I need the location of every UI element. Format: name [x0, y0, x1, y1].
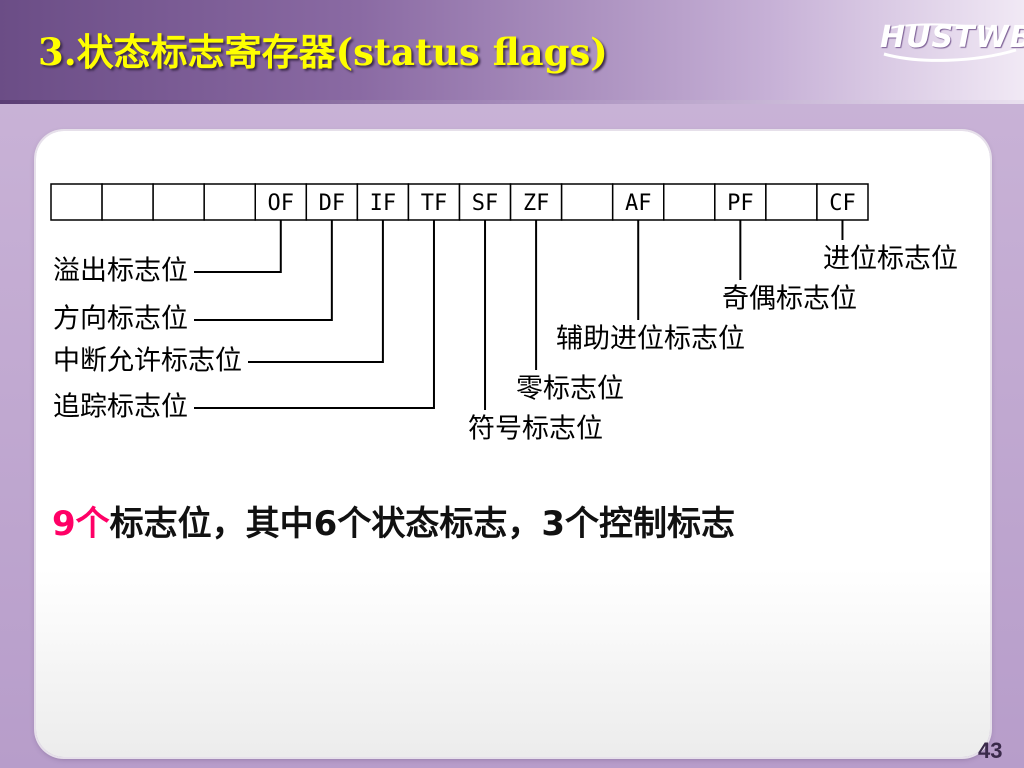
flag-label-if: 中断允许标志位: [53, 346, 242, 377]
flag-code-af: AF: [625, 191, 652, 216]
flag-label-tf: 追踪标志位: [53, 392, 188, 423]
flag-label-pf: 奇偶标志位: [722, 284, 857, 315]
page-number: 43: [978, 738, 1003, 763]
flag-code-df: DF: [319, 191, 346, 216]
register-cell-empty: [663, 183, 716, 221]
logo-text: HUSTWB: [880, 20, 1024, 55]
register-cell-empty: [560, 183, 614, 221]
flag-code-if: IF: [370, 191, 397, 216]
register-cell-empty: [152, 183, 205, 221]
flag-label-df: 方向标志位: [53, 304, 188, 335]
summary-count: 9个: [52, 504, 110, 544]
flag-label-zf: 零标志位: [516, 374, 624, 405]
flag-label-af: 辅助进位标志位: [556, 324, 745, 355]
flag-code-sf: SF: [472, 191, 499, 216]
leader-line-tf: [194, 220, 435, 409]
title-bar: 3.状态标志寄存器(status flags) HUSTWB: [0, 0, 1024, 104]
flags-register: OF DF IF TF SF ZF AF PF CF: [50, 183, 869, 221]
register-cell-empty: [765, 183, 818, 221]
leader-line-if: [248, 220, 384, 363]
flag-code-of: OF: [268, 191, 295, 216]
summary-text: 标志位，其中6个状态标志，3个控制标志: [109, 504, 735, 544]
register-cell-df: [305, 183, 359, 221]
flag-code-tf: TF: [421, 191, 448, 216]
leader-line-of: [194, 220, 282, 273]
flag-label-cf: 进位标志位: [823, 244, 958, 275]
register-cell-empty: [50, 183, 103, 221]
register-cell-tf: [407, 183, 461, 221]
leader-line-df: [194, 220, 333, 321]
summary-line: 9个标志位，其中6个状态标志，3个控制标志: [52, 496, 735, 545]
register-cell-empty: [203, 183, 256, 221]
register-cell-empty: [101, 183, 154, 221]
logo-swoosh-icon: [883, 23, 1017, 62]
flag-code-pf: PF: [727, 191, 754, 216]
flag-label-sf: 符号标志位: [468, 414, 603, 445]
flag-code-cf: CF: [829, 191, 856, 216]
hustwb-logo: HUSTWB: [880, 20, 1024, 62]
flag-label-of: 溢出标志位: [53, 256, 188, 287]
register-cell-zf: [509, 183, 563, 221]
register-cell-pf: [714, 183, 767, 221]
flag-code-zf: ZF: [523, 191, 550, 216]
leader-lines: [194, 220, 844, 410]
slide-title: 3.状态标志寄存器(status flags): [38, 30, 608, 74]
